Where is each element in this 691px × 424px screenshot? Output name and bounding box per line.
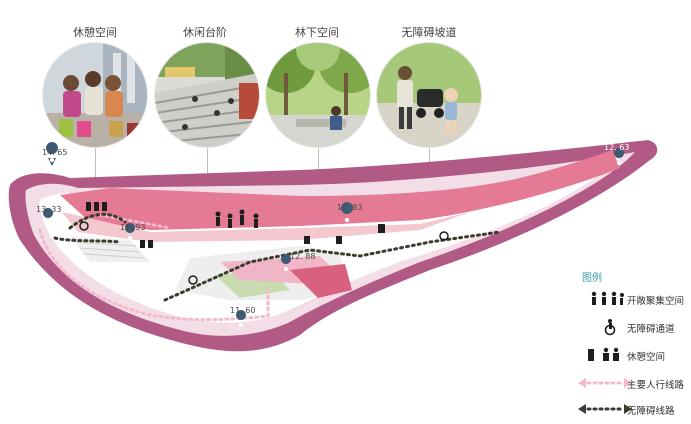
legend-label: 无障碍通道 (627, 324, 675, 335)
pin-icon-1 (46, 142, 59, 166)
people-gathering-icon (215, 209, 259, 228)
legend-row-accessible: 无障碍通道 (520, 318, 690, 336)
wheelchair-icon (79, 221, 449, 285)
deck-top (60, 150, 620, 230)
accessible-route-main (163, 230, 502, 302)
pin-icon-6 (614, 148, 625, 158)
accessible-route-left (68, 212, 127, 230)
seating-people-icon (86, 202, 385, 248)
pedestrian-route (38, 228, 270, 322)
photo-label-trees: 林下空间 (295, 26, 339, 39)
pin-icon-4 (281, 254, 292, 264)
legend-row-pedestrian: 主要人行线路 (520, 374, 690, 392)
pin-icon-3 (125, 223, 136, 233)
elevation-label-6: 12. 63 (604, 143, 629, 152)
rest-space-photo (43, 43, 147, 147)
people-gathering-icon (591, 291, 624, 305)
forest-space-photo (266, 43, 370, 147)
elevation-label-5: 14. 83 (337, 203, 362, 212)
legend-title: 图例 (582, 273, 602, 284)
photo-label-steps: 休闲台阶 (183, 26, 227, 39)
seating-people-icon (588, 347, 619, 361)
legend-row-gathering: 开敞聚集空间 (520, 290, 690, 308)
dark-pink-block (290, 264, 352, 298)
wheelchair-icon (604, 319, 616, 336)
deck-light (62, 212, 470, 242)
legend-row-rest: 休憩空间 (520, 346, 690, 364)
legend-label: 主要人行线路 (627, 380, 685, 391)
pink-dotted-arrow-icon (578, 378, 632, 388)
location-pins (43, 142, 625, 320)
elevation-label-3: 11. 93 (120, 223, 145, 232)
pin-icon-7 (236, 310, 247, 320)
elevation-label-2: 13. 33 (36, 205, 61, 214)
legend-label: 开敞聚集空间 (627, 296, 685, 307)
people-icons (79, 202, 449, 285)
leisure-steps-photo (155, 43, 259, 147)
pin-icon-2 (43, 208, 54, 218)
pedestrian-route-2 (98, 213, 172, 230)
pin-icon-5 (341, 202, 354, 214)
photo-label-ramp: 无障碍坡道 (401, 26, 457, 39)
barrier-free-ramp-photo (377, 43, 481, 147)
elevation-label-7: 11. 60 (230, 306, 255, 315)
photo-label-rest: 休憩空间 (73, 26, 117, 39)
dark-dotted-arrow-icon (578, 404, 632, 414)
accessible-route (53, 236, 122, 244)
elevation-label-1: 14. 65 (42, 148, 67, 157)
legend-row-barrier-free: 无障碍线路 (520, 400, 690, 418)
elevation-label-4: 12. 88 (290, 252, 315, 261)
legend-label: 无障碍线路 (627, 406, 675, 417)
legend-label: 休憩空间 (627, 352, 666, 363)
